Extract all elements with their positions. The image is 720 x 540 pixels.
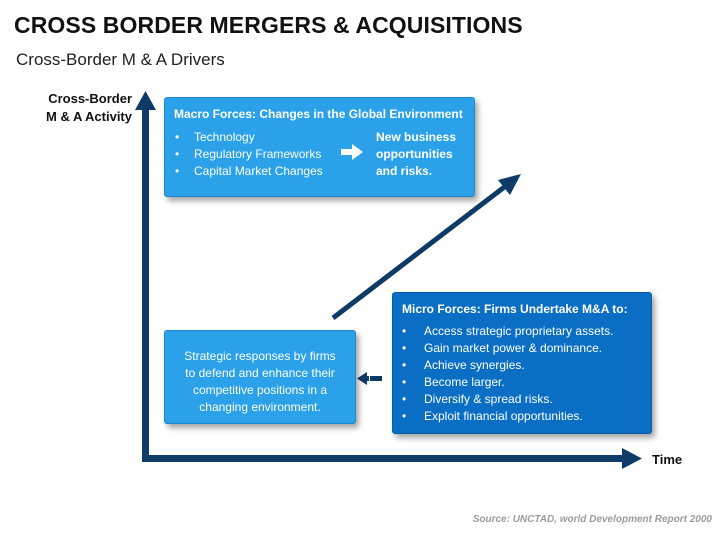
micro-forces-list: Access strategic proprietary assets. Gai… [402, 323, 613, 425]
macro-item-regulatory: Regulatory Frameworks [175, 146, 323, 163]
micro-forces-header: Micro Forces: Firms Undertake M&A to: [402, 302, 628, 316]
page-title: CROSS BORDER MERGERS & ACQUISITIONS [14, 12, 523, 38]
strategic-line3: competitive positions in a [192, 383, 328, 397]
macro-forces-header: Macro Forces: Changes in the Global Envi… [174, 107, 463, 121]
y-axis-label-line2: M & A Activity [46, 109, 132, 124]
macro-item-capital-market: Capital Market Changes [175, 163, 323, 180]
macro-forces-box: Macro Forces: Changes in the Global Envi… [164, 97, 475, 197]
strategic-line2: to defend and enhance their [185, 366, 335, 380]
strategic-responses-box: Strategic responses by firms to defend a… [164, 330, 356, 424]
x-axis-label: Time [652, 452, 683, 467]
macro-forces-list: Technology Regulatory Frameworks Capital… [175, 129, 323, 180]
y-axis-label: Cross-Border M & A Activity [10, 90, 132, 126]
micro-item-synergies: Achieve synergies. [402, 357, 613, 374]
source-note: Source: UNCTAD, world Development Report… [472, 514, 712, 525]
micro-item-market-power: Gain market power & dominance. [402, 340, 613, 357]
y-axis-label-line1: Cross-Border [48, 91, 132, 106]
strategic-line1: Strategic responses by firms [184, 349, 336, 363]
left-arrow-icon [357, 372, 382, 385]
diagonal-up-arrow-icon [331, 174, 521, 320]
micro-item-larger: Become larger. [402, 374, 613, 391]
x-axis-arrow [142, 448, 642, 469]
micro-item-financial: Exploit financial opportunities. [402, 408, 613, 425]
strategic-line4: changing environment. [199, 400, 321, 414]
strategic-responses-text: Strategic responses by firms to defend a… [171, 348, 349, 416]
macro-outcome-line2: opportunities [376, 147, 453, 161]
micro-item-diversify: Diversify & spread risks. [402, 391, 613, 408]
macro-outcome: New business opportunities and risks. [376, 129, 456, 180]
macro-outcome-line1: New business [376, 130, 457, 144]
micro-item-access-assets: Access strategic proprietary assets. [402, 323, 613, 340]
y-axis-arrow [135, 91, 156, 462]
macro-item-technology: Technology [175, 129, 323, 146]
right-arrow-icon [341, 144, 363, 160]
page-subtitle: Cross-Border M & A Drivers [16, 50, 225, 69]
macro-outcome-line3: and risks. [376, 164, 433, 178]
micro-forces-box: Micro Forces: Firms Undertake M&A to: Ac… [392, 292, 652, 434]
